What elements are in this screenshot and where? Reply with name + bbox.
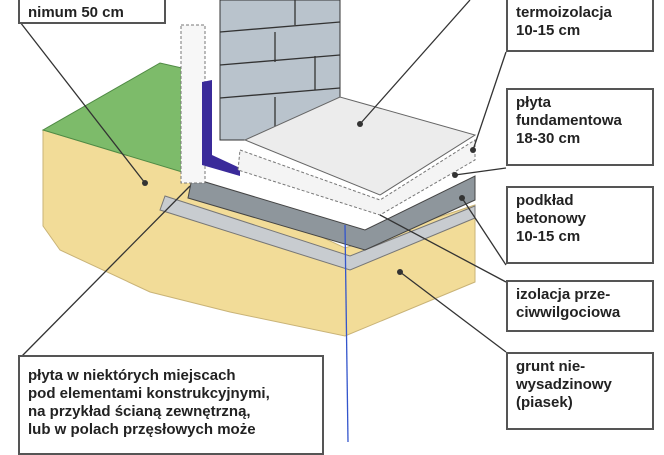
concrete-layer [187, 175, 476, 251]
label-damp-proofing: izolacja prze- ciwwilgociowa [506, 280, 654, 332]
slab-insulation [237, 139, 476, 216]
floor-slab [243, 96, 477, 196]
label-slab-note: płyta w niektórych miejscach pod element… [18, 355, 324, 455]
leader-dots [142, 121, 476, 275]
wall-insulation [180, 24, 206, 184]
foundation-diagram [19, 0, 507, 442]
label-min-depth: nimum 50 cm [18, 0, 166, 24]
label-thermal-insulation: termoizolacja 10-15 cm [506, 0, 654, 52]
damp-proof-membrane [202, 80, 240, 176]
label-soil: grunt nie- wysadzinowy (piasek) [506, 352, 654, 430]
block-joints [219, 0, 341, 128]
leader-lines [19, 0, 507, 442]
label-concrete-base: podkład betonowy 10-15 cm [506, 186, 654, 264]
label-foundation-slab: płyta fundamentowa 18-30 cm [506, 88, 654, 166]
